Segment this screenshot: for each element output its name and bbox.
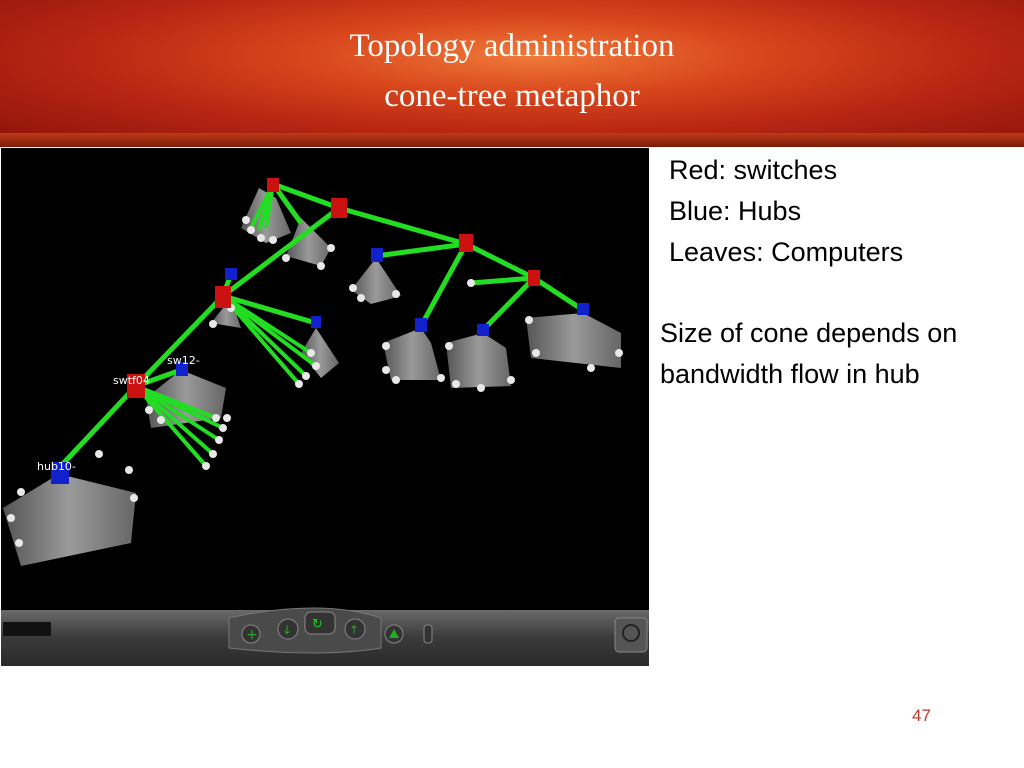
- add-icon: [241, 624, 261, 644]
- cone-size-note: Size of cone depends on bandwidth flow i…: [660, 318, 958, 389]
- cone-hub-e: [301, 328, 339, 378]
- hub-node: [371, 248, 383, 262]
- hub-node: [577, 303, 589, 315]
- page-number: 47: [912, 706, 931, 725]
- cone-tree-canvas[interactable]: hub10- swtf04 sw12- + ↓ ↻ ↑: [1, 148, 649, 666]
- logo-icon: [614, 617, 648, 653]
- cone-hub-b: [383, 328, 441, 380]
- cone-hub10: [3, 474, 136, 566]
- up-icon: [344, 618, 366, 640]
- link: [338, 205, 467, 247]
- down-icon: [277, 618, 299, 640]
- cone-hub-d: [526, 313, 621, 368]
- switch-node: [528, 270, 540, 286]
- svg-text:+: +: [246, 627, 258, 643]
- link: [221, 206, 341, 298]
- cone-sw-top2: [286, 218, 331, 266]
- svg-text:↻: ↻: [312, 617, 323, 632]
- link: [481, 276, 536, 332]
- viewer-toolbar[interactable]: + ↓ ↻ ↑: [1, 607, 649, 666]
- switch-node: [459, 234, 473, 252]
- node-label-swtf04: swtf04: [113, 374, 150, 387]
- link: [470, 275, 535, 286]
- switch-nodes[interactable]: [127, 178, 540, 398]
- legend-switches: Red: switches: [669, 155, 838, 185]
- switch-node: [127, 374, 145, 398]
- cone-hub-mid: [351, 258, 401, 304]
- cone-tree-viewer[interactable]: hub10- swtf04 sw12- + ↓ ↻ ↑: [1, 148, 649, 666]
- slide-title-line2: cone-tree metaphor: [384, 78, 640, 114]
- link: [375, 241, 467, 259]
- title-banner: [0, 0, 1024, 147]
- slide-title-line1: Topology administration: [349, 28, 675, 64]
- svg-text:↑: ↑: [349, 623, 359, 637]
- switch-node: [267, 178, 279, 192]
- pause-icon: [423, 624, 433, 644]
- hub-node: [477, 324, 489, 336]
- hub-node: [225, 268, 237, 280]
- link: [464, 241, 536, 281]
- node-label-sw12: sw12-: [167, 354, 200, 367]
- status-box: [3, 622, 51, 636]
- legend-leaves: Leaves: Computers: [669, 237, 904, 267]
- link: [57, 384, 138, 470]
- hub-node: [311, 316, 321, 328]
- hub-node: [51, 462, 69, 484]
- legend: Red: switches Blue: Hubs Leaves: Compute…: [669, 150, 903, 273]
- link: [272, 181, 340, 211]
- hub-node: [415, 318, 427, 332]
- links: [57, 181, 585, 470]
- cones: [3, 188, 621, 566]
- hub-nodes[interactable]: [51, 248, 589, 484]
- hub-node: [176, 362, 188, 376]
- switch-node: [215, 286, 231, 308]
- rotate-icon: [304, 611, 336, 635]
- cone-hub-c: [446, 333, 511, 388]
- link: [134, 294, 225, 388]
- switch-node: [331, 198, 347, 218]
- link: [532, 275, 585, 313]
- link: [222, 293, 317, 326]
- fan-links: [134, 183, 318, 468]
- svg-text:↓: ↓: [282, 623, 292, 637]
- legend-hubs: Blue: Hubs: [669, 196, 802, 226]
- link: [418, 242, 469, 328]
- node-label-hub10: hub10-: [37, 460, 76, 473]
